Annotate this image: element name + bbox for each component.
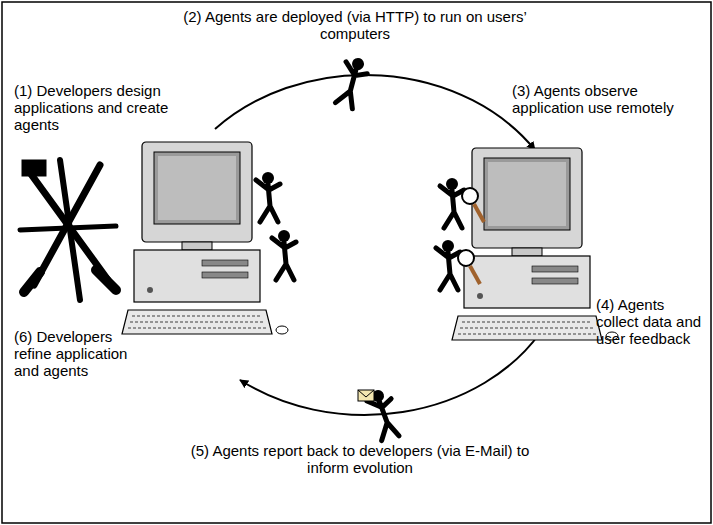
- step-label: (2) Agents are deployed (via HTTP) to ru…: [180, 8, 530, 42]
- step-label: (3) Agents observe application use remot…: [512, 82, 677, 116]
- step-label: (1) Developers design applications and c…: [14, 82, 174, 133]
- step-label: (5) Agents report back to developers (vi…: [170, 442, 550, 476]
- step-label: (6) Developers refine application and ag…: [14, 328, 150, 379]
- step-label: (4) Agents collect data and user feedbac…: [596, 296, 708, 347]
